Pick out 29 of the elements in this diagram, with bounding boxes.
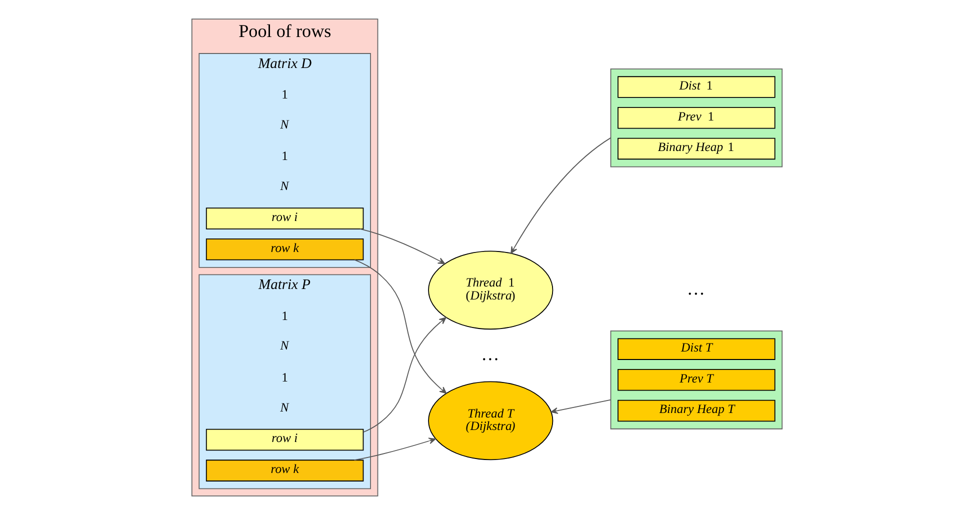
label: N	[280, 179, 289, 194]
label: N	[280, 338, 289, 353]
arrow	[362, 317, 446, 433]
node-box: Prev T	[618, 369, 776, 391]
node-box: row k	[206, 460, 364, 482]
cluster	[610, 330, 783, 430]
node-box: row i	[206, 428, 364, 451]
node-box: Prev 1	[618, 107, 776, 129]
label: 1	[282, 149, 288, 164]
arrow	[550, 399, 612, 414]
node-box: Binary Heap T	[618, 400, 776, 422]
node-box: row i	[206, 208, 364, 230]
node-box: Dist T	[618, 338, 776, 360]
label: …	[481, 344, 500, 364]
label: N	[280, 400, 289, 414]
arrow	[360, 228, 446, 264]
node-box: Binary Heap 1	[618, 138, 776, 160]
label: …	[686, 278, 706, 299]
label: N	[280, 117, 289, 132]
arrow	[354, 438, 436, 461]
node-box: Dist 1	[618, 76, 776, 98]
label: 1	[282, 88, 288, 102]
arrow	[354, 259, 447, 394]
label: 1	[282, 370, 288, 384]
node-ellipse: Thread 1 (Dijkstra)	[428, 250, 554, 330]
node-box: row k	[206, 238, 364, 260]
cluster	[610, 68, 783, 168]
arrow	[510, 137, 612, 254]
label: 1	[282, 308, 288, 323]
